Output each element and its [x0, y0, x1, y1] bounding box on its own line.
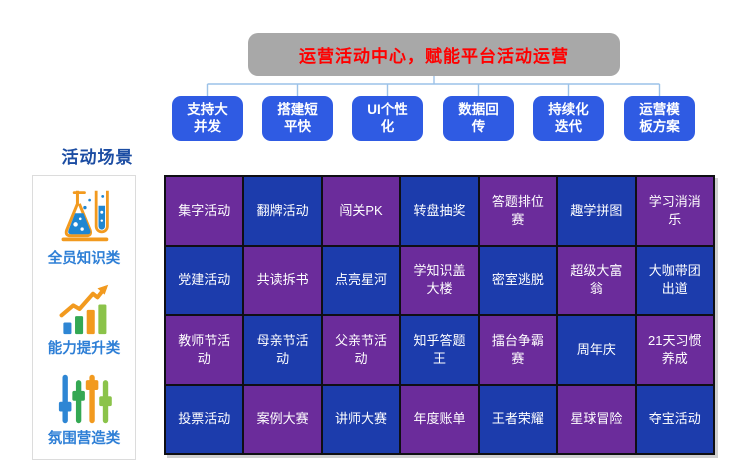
sidebar-title: 活动场景 [61, 148, 134, 167]
grid-cell: 党建活动 [166, 246, 243, 314]
grid-cell: 知乎答题王 [401, 316, 478, 384]
grid-cell: 大咖带团出道 [636, 246, 713, 314]
feature-box-data-return: 数据回传 [443, 96, 514, 141]
scenario-item-atmosphere: 氛围营造类 [47, 373, 121, 448]
grid-cell: 投票活动 [166, 385, 243, 453]
banner-title: 运营活动中心，赋能平台活动运营 [299, 47, 569, 66]
feature-label: 持续化迭代 [548, 101, 589, 134]
sliders-icon [58, 374, 112, 423]
feature-label: 运营模板方案 [639, 101, 680, 134]
scenario-label: 全员知识类 [47, 251, 121, 268]
scenario-label: 氛围营造类 [47, 430, 121, 447]
grid-cell: 讲师大赛 [322, 385, 400, 453]
grid-cell: 趣学拼图 [558, 177, 635, 245]
grid-cell: 密室逃脱 [479, 246, 557, 314]
scenario-label: 能力提升类 [47, 340, 121, 357]
grid-cell: 星球冒险 [558, 385, 635, 453]
grid-cell: 21天习惯养成 [636, 316, 713, 384]
grid-cell: 点亮星河 [322, 246, 400, 314]
scenario-item-ability: 能力提升类 [47, 283, 121, 358]
grid-cell: 转盘抽奖 [401, 177, 478, 245]
grid-cell: 集字活动 [166, 177, 243, 245]
banner: 运营活动中心，赋能平台活动运营 [248, 33, 620, 76]
grid-cell: 闯关PK [322, 177, 400, 245]
grid-cell: 超级大富翁 [558, 246, 635, 314]
grid-cell: 王者荣耀 [479, 385, 557, 453]
grid-cell: 翻牌活动 [244, 177, 321, 245]
grid-cell: 答题排位赛 [479, 177, 557, 245]
feature-label: UI个性化 [367, 101, 408, 134]
grid-cell: 教师节活动 [166, 316, 243, 384]
grid-cell: 学习消消乐 [636, 177, 713, 245]
grid-cell: 年度账单 [401, 385, 478, 453]
grid-cell: 周年庆 [558, 316, 635, 384]
feature-box-quick-build: 搭建短平快 [262, 96, 333, 141]
feature-box-ui-custom: UI个性化 [352, 96, 423, 141]
flask-icon [61, 191, 109, 242]
feature-label: 支持大并发 [187, 101, 228, 134]
feature-label: 搭建短平快 [277, 101, 318, 134]
sidebar-panel: 全员知识类 能力提升类 [32, 175, 136, 460]
grid-cell: 父亲节活动 [322, 316, 400, 384]
grid-cell: 擂台争霸赛 [479, 316, 557, 384]
growth-chart-icon [59, 284, 109, 335]
scenario-item-knowledge: 全员知识类 [47, 187, 121, 268]
grid-cell: 共读拆书 [244, 246, 321, 314]
grid-cell: 学知识盖大楼 [401, 246, 478, 314]
grid-cell: 夺宝活动 [636, 385, 713, 453]
grid-cell: 案例大赛 [244, 385, 321, 453]
feature-label: 数据回传 [458, 101, 499, 134]
feature-box-iteration: 持续化迭代 [533, 96, 604, 141]
feature-box-concurrency: 支持大并发 [172, 96, 243, 141]
feature-box-templates: 运营模板方案 [624, 96, 695, 141]
grid-cell: 母亲节活动 [244, 316, 321, 384]
